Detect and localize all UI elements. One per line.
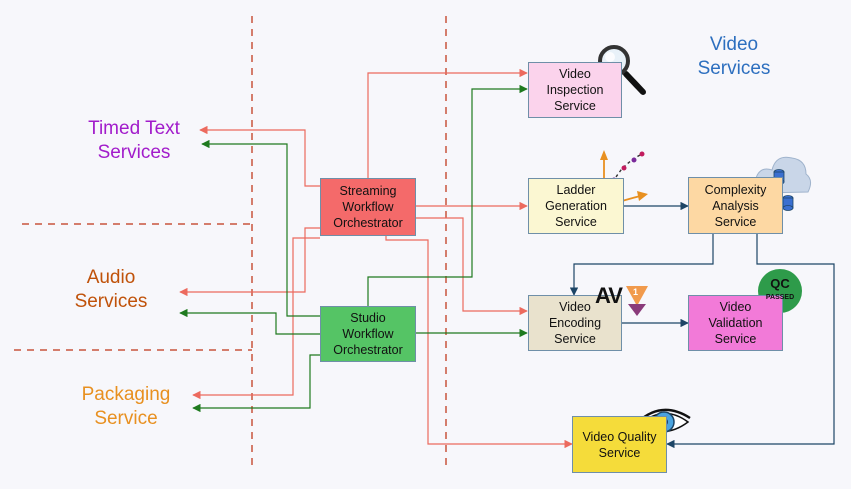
arrow-streaming-to-inspection xyxy=(367,68,528,178)
studio-workflow-orchestrator[interactable]: Studio Workflow Orchestrator xyxy=(320,306,416,362)
qc-badge-subtitle: PASSED xyxy=(765,294,795,301)
complexity-analysis-service-label: Complexity Analysis Service xyxy=(704,182,767,229)
studio-workflow-orchestrator-label: Studio Workflow Orchestrator xyxy=(333,311,403,357)
arrow-studio-to-packaging xyxy=(192,354,320,413)
arrow-streaming-to-timedtext xyxy=(199,125,320,187)
divider-lines xyxy=(14,16,447,470)
complexity-analysis-service[interactable]: Complexity Analysis Service xyxy=(688,177,783,234)
arrow-studio-to-audio xyxy=(179,308,320,335)
qc-badge-title: QC xyxy=(770,276,790,291)
video-services-label: Video Services xyxy=(697,34,771,79)
av1-logo-text: AV xyxy=(595,283,623,308)
streaming-workflow-orchestrator-label: Streaming Workflow Orchestrator xyxy=(333,184,403,230)
streaming-connectors xyxy=(179,68,573,449)
arrow-complexity-to-encoding xyxy=(569,234,714,296)
arrow-studio-to-timedtext xyxy=(201,139,320,317)
streaming-workflow-orchestrator[interactable]: Streaming Workflow Orchestrator xyxy=(320,178,416,236)
studio-connectors xyxy=(179,84,528,413)
video-inspection-service[interactable]: Video Inspection Service xyxy=(528,62,622,118)
service-connectors xyxy=(569,201,835,449)
ladder-generation-service-label: Ladder Generation Service xyxy=(545,183,607,229)
video-validation-service-label: Video Validation Service xyxy=(708,300,763,346)
ladder-generation-service[interactable]: Ladder Generation Service xyxy=(528,178,624,234)
arrow-streaming-to-audio xyxy=(179,227,320,297)
audio-services-label: Audio Services xyxy=(74,267,148,312)
video-quality-service-label: Video Quality Service xyxy=(582,429,657,460)
arrow-streaming-to-encoding xyxy=(416,217,528,316)
arrow-studio-to-inspection xyxy=(367,84,528,306)
packaging-service-label: Packaging Service xyxy=(81,384,171,429)
video-quality-service[interactable]: Video Quality Service xyxy=(572,416,667,473)
video-validation-service[interactable]: Video Validation Service xyxy=(688,295,783,351)
av1-logo xyxy=(626,286,648,316)
av1-logo-number: 1 xyxy=(633,287,639,297)
arrow-complexity-to-quality xyxy=(666,234,835,449)
video-inspection-service-label: Video Inspection Service xyxy=(546,67,604,113)
timed-text-services-label: Timed Text Services xyxy=(88,118,180,163)
arrow-streaming-to-quality xyxy=(385,236,573,449)
video-encoding-service[interactable]: Video Encoding Service xyxy=(528,295,622,351)
video-encoding-service-label: Video Encoding Service xyxy=(548,300,602,346)
